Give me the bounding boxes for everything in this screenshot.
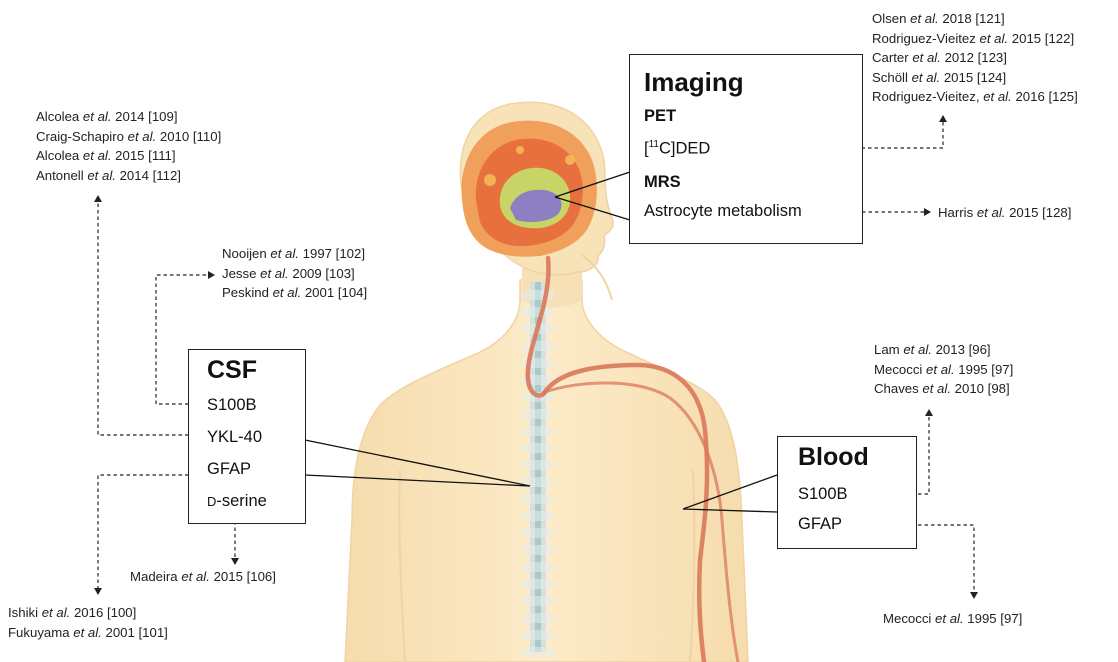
vertebra xyxy=(522,562,554,572)
blood-s100b: S100B xyxy=(798,485,848,504)
madeira-ref: Madeira et al. 2015 [106] xyxy=(130,567,276,587)
vertebra xyxy=(522,307,554,317)
brain-scan xyxy=(461,121,596,257)
vertebra xyxy=(522,613,554,623)
pet-label: PET xyxy=(644,107,676,126)
ref-line: Alcolea et al. 2014 [109] xyxy=(36,107,221,127)
vertebra xyxy=(522,443,554,453)
csf-gfap: GFAP xyxy=(207,460,251,479)
imaging-box: Imaging PET [11C]DED MRS Astrocyte metab… xyxy=(629,54,863,244)
csf-s100b: S100B xyxy=(207,396,257,415)
imaging-pet-refs: Olsen et al. 2018 [121] Rodriguez-Vieite… xyxy=(872,9,1078,107)
ref-line: Olsen et al. 2018 [121] xyxy=(872,9,1078,29)
vertebra xyxy=(522,596,554,606)
vertebra xyxy=(522,341,554,351)
csf-dserine: D-serine xyxy=(207,492,267,511)
ref-line: Craig-Schapiro et al. 2010 [110] xyxy=(36,127,221,147)
vertebra xyxy=(522,528,554,538)
vertebra xyxy=(522,290,554,300)
csf-box: CSF S100B YKL-40 GFAP D-serine xyxy=(188,349,306,524)
vertebra xyxy=(522,460,554,470)
csf-gfap-refs: Ishiki et al. 2016 [100] Fukuyama et al.… xyxy=(8,603,168,642)
ded-label: [11C]DED xyxy=(644,139,710,159)
ref-line: Antonell et al. 2014 [112] xyxy=(36,166,221,186)
vertebra xyxy=(522,545,554,555)
vertebra xyxy=(522,511,554,521)
ref-line: Mecocci et al. 1995 [97] xyxy=(874,360,1013,380)
csf-title: CSF xyxy=(207,356,257,385)
blood-gfap: GFAP xyxy=(798,515,842,534)
ref-line: Rodriguez-Vieitez, et al. 2016 [125] xyxy=(872,87,1078,107)
ref-line: Carter et al. 2012 [123] xyxy=(872,48,1078,68)
ref-line: Peskind et al. 2001 [104] xyxy=(222,283,367,303)
blood-gfap-ref: Mecocci et al. 1995 [97] xyxy=(883,609,1022,629)
ref-line: Schöll et al. 2015 [124] xyxy=(872,68,1078,88)
ref-line: Jesse et al. 2009 [103] xyxy=(222,264,367,284)
blood-s100b-refs: Lam et al. 2013 [96] Mecocci et al. 1995… xyxy=(874,340,1013,399)
csf-s100b-refs: Nooijen et al. 1997 [102] Jesse et al. 2… xyxy=(222,244,367,303)
imaging-title: Imaging xyxy=(644,67,744,98)
blood-box: Blood S100B GFAP xyxy=(777,436,917,549)
ref-line: Nooijen et al. 1997 [102] xyxy=(222,244,367,264)
vertebra xyxy=(522,426,554,436)
mrs-label: MRS xyxy=(644,173,681,192)
vertebra xyxy=(522,409,554,419)
ref-line: Lam et al. 2013 [96] xyxy=(874,340,1013,360)
ref-line: Fukuyama et al. 2001 [101] xyxy=(8,623,168,643)
ref-line: Ishiki et al. 2016 [100] xyxy=(8,603,168,623)
vertebra xyxy=(522,579,554,589)
vertebra xyxy=(522,647,554,657)
vertebra xyxy=(522,630,554,640)
ref-line: Chaves et al. 2010 [98] xyxy=(874,379,1013,399)
ref-line: Rodriguez-Vieitez et al. 2015 [122] xyxy=(872,29,1078,49)
csf-ykl40: YKL-40 xyxy=(207,428,262,447)
ykl40-refs: Alcolea et al. 2014 [109] Craig-Schapiro… xyxy=(36,107,221,185)
astrocyte-metabolism-label: Astrocyte metabolism xyxy=(644,202,802,221)
blood-title: Blood xyxy=(798,443,869,472)
ref-line: Alcolea et al. 2015 [111] xyxy=(36,146,221,166)
vertebra xyxy=(522,494,554,504)
harris-ref: Harris et al. 2015 [128] xyxy=(938,203,1071,223)
